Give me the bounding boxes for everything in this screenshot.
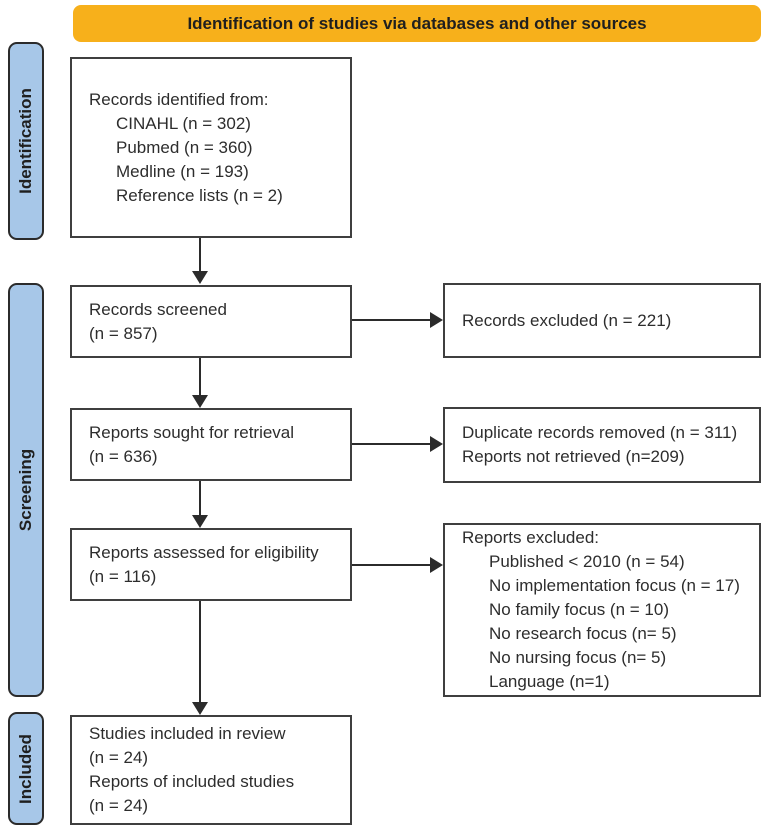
box-line: (n = 857) [89,323,158,343]
arrow-line [352,319,431,321]
arrow-line [199,481,201,516]
stage-screening: Screening [8,283,44,697]
stage-screening-label: Screening [16,448,36,532]
arrow-down-icon [192,271,208,284]
arrow-line [199,238,201,272]
box-line: No implementation focus (n = 17) [489,576,740,595]
box-line: Reports not retrieved (n=209) [462,447,685,466]
box-reports-assessed: Reports assessed for eligibility (n = 11… [70,528,352,601]
box-records-identified: Records identified from: CINAHL (n = 302… [70,57,352,238]
arrow-line [352,564,431,566]
arrow-right-icon [430,557,443,573]
box-line: (n = 116) [89,566,157,586]
box-line: No research focus (n= 5) [489,624,677,643]
box-records-screened: Records screened (n = 857) [70,285,352,358]
arrow-line [199,358,201,396]
box-line: Reports excluded: [462,528,600,547]
box-line: (n = 24) [89,796,149,815]
box-line: Duplicate records removed (n = 311) [462,423,738,442]
stage-identification-label: Identification [16,88,35,194]
box-line: CINAHL (n = 302) [116,113,251,133]
box-line: Reports sought for retrieval [89,422,295,442]
box-line: Reports of included studies [89,772,295,791]
arrow-line [352,443,431,445]
stage-identification: Identification [8,42,44,240]
box-line: No nursing focus (n= 5) [489,648,667,667]
box-line: No family focus (n = 10) [489,600,669,619]
box-records-excluded: Records excluded (n = 221) [443,283,761,358]
arrow-line [199,601,201,703]
box-line: (n = 636) [89,446,158,466]
box-line: Medline (n = 193) [116,161,249,181]
box-line: Records excluded (n = 221) [462,310,672,330]
arrow-right-icon [430,436,443,452]
box-reports-sought: Reports sought for retrieval (n = 636) [70,408,352,481]
arrow-down-icon [192,702,208,715]
arrow-right-icon [430,312,443,328]
box-line: (n = 24) [89,748,149,767]
box-line: Reference lists (n = 2) [116,185,283,205]
arrow-down-icon [192,515,208,528]
arrow-down-icon [192,395,208,408]
box-line: Language (n=1) [489,672,610,691]
box-line: Studies included in review [89,724,286,743]
diagram-title: Identification of studies via databases … [187,13,647,33]
stage-included-label: Included [16,733,35,804]
box-studies-included: Studies included in review (n = 24) Repo… [70,715,352,825]
box-line: Published < 2010 (n = 54) [489,552,685,571]
box-line: Records identified from: [89,89,269,109]
title-banner: Identification of studies via databases … [73,5,761,42]
box-line: Reports assessed for eligibility [89,542,319,562]
box-line: Pubmed (n = 360) [116,137,253,157]
box-duplicates-removed: Duplicate records removed (n = 311) Repo… [443,407,761,483]
box-line: Records screened [89,299,227,319]
stage-included: Included [8,712,44,825]
box-reports-excluded: Reports excluded: Published < 2010 (n = … [443,523,761,697]
